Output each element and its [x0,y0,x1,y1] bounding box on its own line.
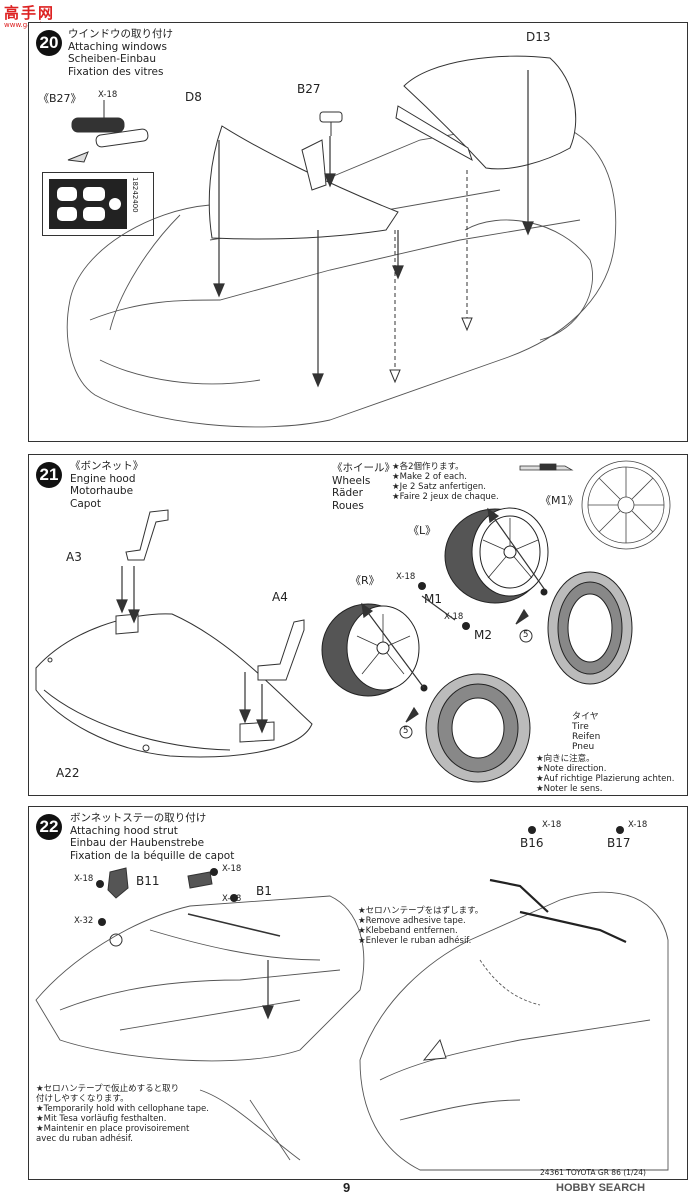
direction-note-en: ★Note direction. [536,764,607,774]
label-a4: A4 [272,590,288,604]
label-m2: M2 [474,628,492,642]
wheels-title-fr: Roues [332,499,364,512]
step-22-badge: 22 [36,814,62,840]
label-x18-b27: X-18 [98,90,118,100]
label-wheel-r: 《R》 [350,574,380,587]
label-b17: B17 [607,836,631,850]
tape-note-jp: ★セロハンテープをはずします。 [358,906,484,916]
step-20-title-en: Attaching windows [68,40,167,53]
hold-note-en: ★Temporarily hold with cellophane tape. [36,1104,209,1114]
label-five-a: 5 [523,630,529,640]
tire-label: タイヤ Tire Reifen Pneu [572,712,600,752]
tire-label-en: Tire [572,722,589,732]
wheels-title-en: Wheels [332,474,371,487]
step-21-title: 《ボンネット》 Engine hood Motorhaube Capot [70,460,143,510]
hold-note-fr-1: ★Maintenir en place provisoirement [36,1124,190,1134]
step-20-title-jp: ウインドウの取り付け [68,28,173,40]
footer-code: 24361 TOYOTA GR 86 (1/24) [540,1168,646,1177]
direction-note: ★向きに注意。 ★Note direction. ★Auf richtige P… [536,754,675,794]
step-21-title-fr: Capot [70,497,101,510]
page-number: 9 [343,1180,351,1195]
label-x18-22d: X-18 [542,820,562,830]
label-d13: D13 [526,30,551,44]
wheels-drawing [321,460,671,783]
step-21-title-en: Engine hood [70,472,136,485]
step-20-title-de: Scheiben-Einbau [68,53,156,65]
hold-note-de: ★Mit Tesa vorläufig festhalten. [36,1114,167,1124]
mirror-detail-drawing [67,100,149,163]
step-21-title-de: Motorhaube [70,485,134,497]
car-body-windows-drawing [66,55,617,428]
decal-number: 18242400 [131,177,139,213]
label-b27-bracket: 《B27》 [38,92,82,105]
watermark-text: 高手网 [4,4,56,22]
wheels-title-de: Räder [332,487,363,499]
label-b11: B11 [136,874,160,888]
step-22-title-en: Attaching hood strut [70,824,178,837]
tape-note-en: ★Remove adhesive tape. [358,916,466,926]
make-note-fr: ★Faire 2 jeux de chaque. [392,492,499,502]
make-note-de: ★Je 2 Satz anfertigen. [392,482,486,492]
direction-note-fr: ★Noter le sens. [536,784,603,794]
label-x18-wheel-b: X-18 [444,612,464,622]
step-22-title-jp: ボンネットステーの取り付け [70,812,207,824]
make-note-en: ★Make 2 of each. [392,472,467,482]
hold-note-fr-2: avec du ruban adhésif. [36,1134,133,1144]
tape-note: ★セロハンテープをはずします。 ★Remove adhesive tape. ★… [358,906,483,946]
step-21-title-jp: 《ボンネット》 [70,460,144,472]
decal-shapes [49,179,127,229]
step-22-title-de: Einbau der Haubenstrebe [70,837,205,849]
hood-drawing [35,509,313,758]
step-20-title: ウインドウの取り付け Attaching windows Scheiben-Ei… [68,28,173,78]
tire-label-jp: タイヤ [572,712,599,722]
label-a3: A3 [66,550,82,564]
label-wheel-l: 《L》 [408,524,437,537]
label-x18-22a: X-18 [74,874,94,884]
label-b1: B1 [256,884,272,898]
step-20-title-fr: Fixation des vitres [68,65,164,78]
make-note: ★各2個作ります。 ★Make 2 of each. ★Je 2 Satz an… [392,462,499,502]
tire-label-fr: Pneu [572,742,595,752]
label-b27: B27 [297,82,321,96]
label-x18-wheel-a: X-18 [396,572,416,582]
tape-note-fr: ★Enlever le ruban adhésif. [358,936,472,946]
wheels-title: 《ホイール》 Wheels Räder Roues [332,462,395,512]
step-21-badge: 21 [36,462,62,488]
label-m1: M1 [424,592,442,606]
step-22-panel [28,806,688,1180]
make-note-jp: ★各2個作ります。 [392,462,464,472]
step-22-title: ボンネットステーの取り付け Attaching hood strut Einba… [70,812,234,862]
hobby-search-logo-text: HOBBY SEARCH [556,1182,646,1194]
label-a22: A22 [56,766,80,780]
label-five-b: 5 [403,726,409,736]
hold-note-jp-1: ★セロハンテープで仮止めすると取り [36,1084,180,1094]
wheels-title-jp: 《ホイール》 [332,462,395,474]
hold-note: ★セロハンテープで仮止めすると取り 付けしやすくなります。 ★Temporari… [36,1084,209,1144]
label-x32: X-32 [74,916,94,926]
step-22-title-fr: Fixation de la béquille de capot [70,849,235,862]
hold-note-jp-2: 付けしやすくなります。 [36,1094,129,1104]
tape-note-de: ★Klebeband entfernen. [358,926,458,936]
label-b16: B16 [520,836,544,850]
decal-sheet: 18242400 [42,172,154,236]
label-x18-22b: X-18 [222,864,242,874]
tire-label-de: Reifen [572,732,601,742]
step-20-badge: 20 [36,30,62,56]
label-m1-bracket: 《M1》 [540,494,579,507]
label-x18-22e: X-18 [628,820,648,830]
label-d8: D8 [185,90,202,104]
direction-note-de: ★Auf richtige Plazierung achten. [536,774,675,784]
hobby-search-logo: HOBBY SEARCH [556,1182,645,1194]
direction-note-jp: ★向きに注意。 [536,754,595,764]
